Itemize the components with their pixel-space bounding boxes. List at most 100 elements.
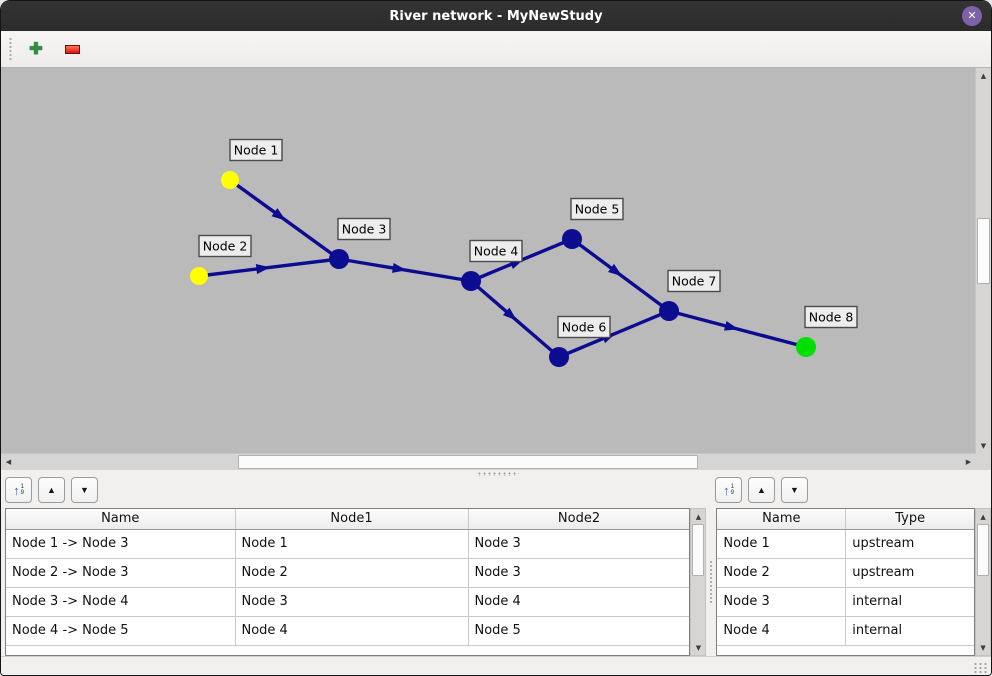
table-toolbars: ↑ 1 9 ▲ ▼ ↑ [5, 477, 991, 504]
remove-node-button[interactable] [59, 36, 85, 62]
node-label-box [198, 234, 252, 258]
links-sort-button[interactable]: ↑ 1 9 [5, 477, 32, 503]
node-label: Node 5 [575, 202, 620, 217]
sort-ascending-icon: ↑ 1 9 [13, 482, 24, 498]
nodes-table-scrollbar[interactable]: ▲ ▼ [975, 508, 991, 656]
nodes-sort-button[interactable]: ↑ 1 9 [715, 477, 742, 503]
table-cell[interactable]: Node 4 -> Node 5 [6, 616, 236, 646]
table-cell[interactable]: Node 1 [235, 529, 469, 559]
vertical-scroll-thumb[interactable] [977, 218, 990, 284]
column-header[interactable]: Name [6, 509, 236, 530]
table-cell[interactable]: Node 2 [235, 558, 469, 588]
table-cell[interactable]: Node 2 [717, 558, 847, 588]
table-cell[interactable]: Node 3 [717, 587, 847, 617]
column-header[interactable]: Node2 [468, 509, 690, 530]
node-circle[interactable] [190, 267, 208, 285]
toolbar-drag-handle[interactable] [7, 36, 13, 62]
horizontal-scroll-thumb[interactable] [238, 455, 698, 469]
scroll-left-icon[interactable]: ◀ [5, 458, 12, 466]
close-button[interactable]: ✕ [962, 6, 982, 26]
edge-arrow-icon [271, 208, 286, 221]
scroll-up-icon[interactable]: ▲ [980, 512, 986, 521]
node-label: Node 8 [809, 310, 854, 325]
node-circle[interactable] [329, 249, 349, 269]
node-circle[interactable] [461, 271, 481, 291]
edge-arrow-icon [608, 263, 623, 277]
scroll-right-icon[interactable]: ▶ [965, 458, 972, 466]
node-label: Node 7 [672, 274, 717, 289]
canvas-horizontal-scrollbar[interactable]: ◀ ▶ [1, 453, 976, 470]
canvas-vertical-scrollbar[interactable]: ▲ ▼ [975, 68, 991, 453]
table-cell[interactable]: upstream [845, 558, 975, 588]
table-cell[interactable]: Node 1 [717, 529, 847, 559]
sort-ascending-icon: ↑ 1 9 [723, 482, 734, 498]
table-cell[interactable]: Node 3 -> Node 4 [6, 587, 236, 617]
table-cell[interactable]: Node 3 [468, 529, 690, 559]
node-label-box [667, 269, 721, 293]
scroll-up-icon[interactable]: ▲ [695, 512, 702, 521]
triangle-down-icon: ▼ [790, 484, 799, 495]
table-cell[interactable]: Node 4 [717, 616, 847, 646]
table-cell[interactable]: internal [845, 616, 975, 646]
close-icon: ✕ [967, 9, 977, 22]
table-cell[interactable]: Node 5 [468, 616, 690, 646]
column-header[interactable]: Name [717, 509, 847, 530]
node-circle[interactable] [659, 301, 679, 321]
links-table-scrollbar[interactable]: ▲ ▼ [690, 508, 707, 656]
node-label-box [570, 197, 624, 221]
node-label: Node 3 [342, 222, 387, 237]
table-cell[interactable]: Node 4 [468, 587, 690, 617]
nodes-move-up-button[interactable]: ▲ [748, 477, 775, 503]
node-label-box [337, 217, 391, 241]
nodes-move-down-button[interactable]: ▼ [781, 477, 808, 503]
triangle-up-icon: ▲ [47, 484, 56, 495]
table-cell[interactable]: internal [845, 587, 975, 617]
resize-grip[interactable] [973, 662, 987, 674]
table-cell[interactable]: Node 3 [468, 558, 690, 588]
titlebar[interactable]: River network - MyNewStudy ✕ [1, 1, 991, 31]
column-header[interactable]: Type [845, 509, 975, 530]
scroll-down-icon[interactable]: ▼ [695, 643, 702, 652]
node-label: Node 1 [234, 143, 279, 158]
node-circle[interactable] [221, 171, 239, 189]
node-label-box [229, 138, 283, 162]
node-circle[interactable] [796, 337, 816, 357]
triangle-down-icon: ▼ [80, 484, 89, 495]
node-label: Node 2 [203, 239, 248, 254]
table-cell[interactable]: Node 4 [235, 616, 469, 646]
links-move-down-button[interactable]: ▼ [71, 477, 98, 503]
splitter-handle[interactable] [477, 472, 519, 476]
table-cell[interactable]: upstream [845, 529, 975, 559]
column-header[interactable]: Node1 [235, 509, 469, 530]
scroll-down-icon[interactable]: ▼ [980, 441, 987, 450]
table-cell[interactable]: Node 1 -> Node 3 [6, 529, 236, 559]
node-circle[interactable] [562, 229, 582, 249]
table-cell[interactable]: Node 2 -> Node 3 [6, 558, 236, 588]
scroll-down-icon[interactable]: ▼ [980, 643, 986, 652]
add-node-button[interactable]: ✚ [23, 36, 49, 62]
links-move-up-button[interactable]: ▲ [38, 477, 65, 503]
table-cell[interactable]: Node 3 [235, 587, 469, 617]
node-circle[interactable] [549, 347, 569, 367]
scroll-up-icon[interactable]: ▲ [980, 71, 987, 80]
nodes-scroll-thumb[interactable] [977, 524, 989, 576]
edge-arrow-icon [255, 264, 271, 274]
triangle-up-icon: ▲ [757, 484, 766, 495]
links-scroll-thumb[interactable] [692, 524, 705, 576]
tables-splitter-handle[interactable] [709, 560, 714, 604]
